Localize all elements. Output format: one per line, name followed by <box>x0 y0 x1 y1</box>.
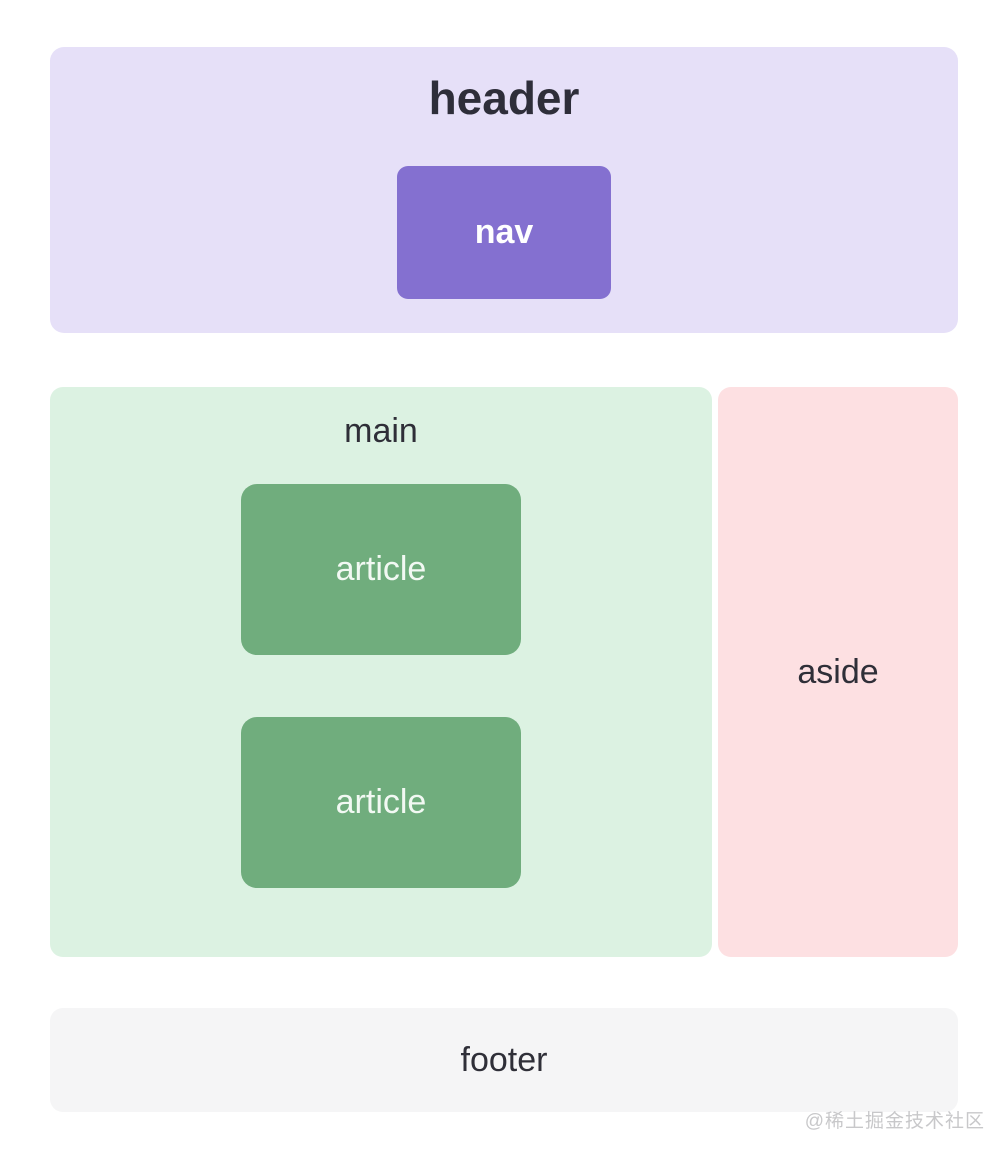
header-label: header <box>428 72 580 124</box>
header-block: header nav <box>50 47 958 333</box>
middle-row: main article article aside <box>50 387 958 957</box>
aside-block: aside <box>718 387 958 957</box>
article-block-2: article <box>241 717 521 889</box>
aside-label: aside <box>797 652 879 691</box>
main-label: main <box>344 412 418 450</box>
main-block: main article article <box>50 387 712 957</box>
nav-block: nav <box>397 165 611 299</box>
article-label-2: article <box>335 783 427 822</box>
watermark: @稀土掘金技术社区 <box>804 1111 985 1132</box>
nav-label: nav <box>474 212 534 251</box>
footer-block: footer <box>50 1008 958 1112</box>
article-label-1: article <box>335 550 427 589</box>
footer-label: footer <box>460 1040 548 1079</box>
article-block-1: article <box>241 484 521 656</box>
